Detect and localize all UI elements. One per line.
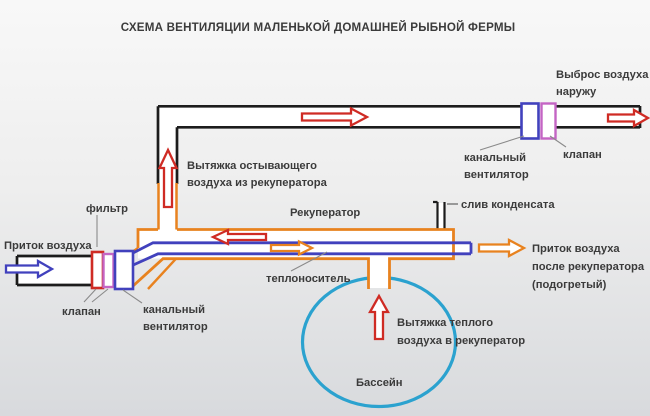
leader-fan-left (122, 289, 143, 304)
intake-after-label-1: Приток воздуха (532, 243, 620, 255)
condensate-pipe (433, 200, 446, 229)
fan-left-box (113, 249, 135, 291)
warm-exhaust-label-1: Вытяжка теплого (397, 317, 493, 329)
exhaust-outside-label-1: Выброс воздуха (556, 69, 649, 81)
intake-after-label-2: после рекуператора (532, 261, 645, 273)
leader-valve-right (549, 135, 567, 148)
fan-right-box (520, 102, 540, 140)
exhaust-outside-label-2: наружу (556, 86, 597, 98)
intake-arrow (4, 259, 55, 279)
exhaust-arrow-mid (300, 106, 370, 128)
leader-lines (83, 135, 567, 304)
warm-exhaust-label-2: воздуха в рекуператор (397, 335, 525, 347)
recuperator-return-arrow (210, 228, 268, 246)
funnel-fill (369, 258, 389, 288)
intake-left-label: Приток воздуха (4, 240, 92, 252)
fan-left-label-1: канальный (143, 304, 205, 316)
supply-after-arrow (477, 238, 527, 258)
leader-fan-right (479, 135, 525, 151)
valve-right-box (540, 102, 557, 140)
valve-left-box (102, 252, 115, 289)
valve-left-label: клапан (62, 306, 101, 318)
exhaust-cooling-label-2: воздуха из рекуператора (187, 177, 328, 189)
exhaust-duct-top (156, 104, 642, 184)
fan-right-label-2: вентилятор (464, 169, 529, 181)
vertical-duct-orange (157, 183, 178, 230)
filter-box (90, 250, 105, 290)
filter-label: фильтр (86, 203, 128, 215)
leader-valve-left (83, 288, 109, 303)
page-title: СХЕМА ВЕНТИЛЯЦИИ МАЛЕНЬКОЙ ДОМАШНЕЙ РЫБН… (121, 21, 516, 34)
fan-right-label-1: канальный (464, 152, 526, 164)
vertical-duct-black (156, 106, 179, 184)
valve-right-label: клапан (563, 149, 602, 161)
pool-label: Бассейн (356, 377, 403, 389)
recuperator-label: Рекуператор (290, 207, 360, 219)
drain-fill (438, 203, 444, 229)
intake-after-label-3: (подогретый) (532, 279, 607, 291)
leader-heat-carrier (290, 251, 328, 272)
top-duct-fill (158, 107, 640, 127)
exhaust-cooling-label-1: Вытяжка остывающего (187, 160, 317, 172)
exhaust-arrow-out (606, 108, 650, 128)
cooling-exhaust-arrow (157, 147, 179, 209)
warm-exhaust-arrow (368, 293, 390, 341)
fan-left-label-2: вентилятор (143, 321, 208, 333)
heat-carrier-pipe (128, 241, 473, 268)
heat-carrier-label: теплоноситель (266, 273, 351, 285)
condensate-drain-label: слив конденсата (461, 199, 555, 211)
heat-pipe-flow-arrow (269, 239, 315, 257)
